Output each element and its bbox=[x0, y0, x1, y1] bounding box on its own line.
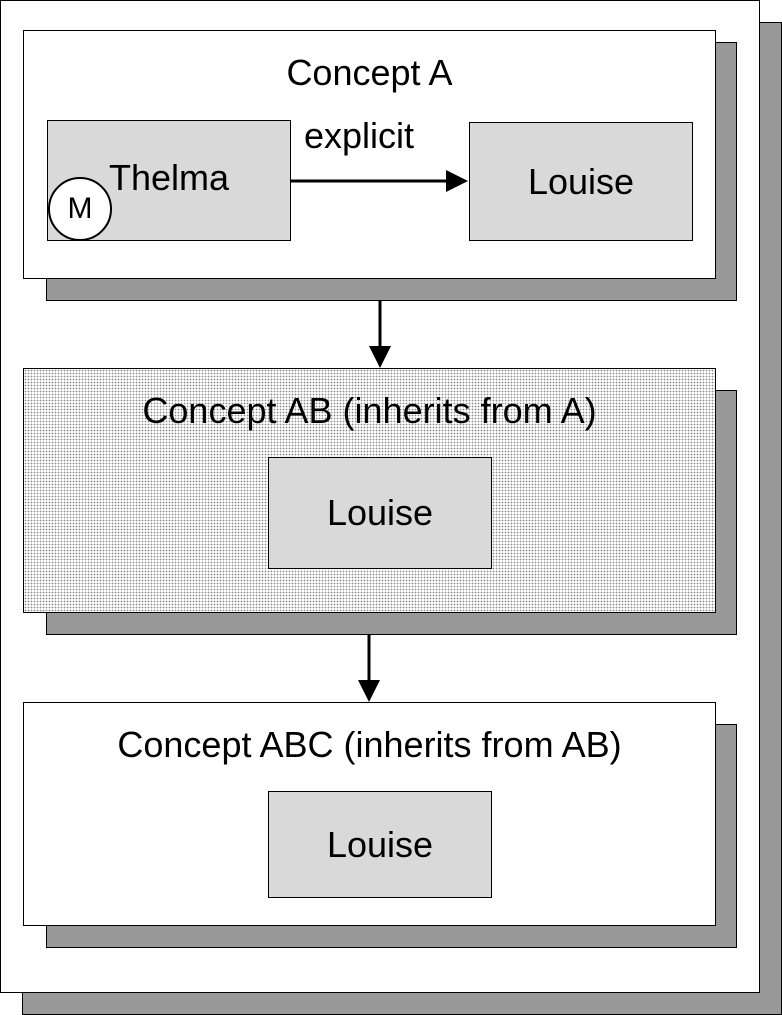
node-louise-a[interactable]: Louise bbox=[469, 122, 693, 241]
node-thelma-label: Thelma bbox=[108, 156, 230, 198]
edge-label-explicit: explicit bbox=[304, 115, 415, 156]
node-louise-abc[interactable]: Louise bbox=[268, 791, 492, 898]
arrow-explicit bbox=[291, 170, 468, 192]
node-louise-abc-label: Louise bbox=[326, 823, 434, 865]
node-louise-ab-label: Louise bbox=[326, 492, 434, 533]
concept-abc-title: Concept ABC (inherits from AB) bbox=[117, 724, 622, 765]
concept-ab-title: Concept AB (inherits from A) bbox=[142, 390, 597, 431]
marker-label: M bbox=[67, 192, 93, 225]
inheritance-arrow-a-to-ab bbox=[369, 301, 391, 368]
node-louise-a-label: Louise bbox=[527, 160, 635, 202]
concept-a-title: Concept A bbox=[286, 52, 453, 93]
inheritance-arrow-ab-to-abc bbox=[358, 635, 380, 702]
m-marker-icon: M bbox=[48, 177, 112, 241]
node-louise-ab[interactable]: Louise bbox=[268, 457, 492, 569]
